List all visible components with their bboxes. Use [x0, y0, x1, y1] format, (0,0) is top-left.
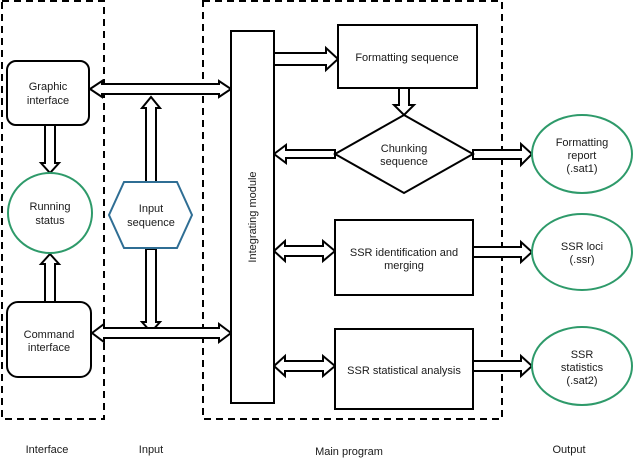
interface-section-border	[1, 0, 105, 420]
arrow-chunking-integrating	[272, 143, 336, 165]
chunking-sequence-line1: Chunking	[381, 143, 427, 155]
section-label-main-program: Main program	[315, 446, 383, 458]
ssr-statistical-node: SSR statistical analysis	[334, 328, 474, 410]
ssr-loci-line2: (.ssr)	[569, 254, 594, 266]
input-sequence-line2: sequence	[127, 217, 175, 229]
arrow-chunking-report	[472, 141, 534, 168]
ssr-statistics-node: SSR statistics (.sat2)	[531, 326, 633, 406]
graphic-interface-node: Graphic interface	[6, 60, 90, 126]
running-status-line2: status	[35, 215, 65, 227]
arrow-graphic-integrating	[88, 79, 233, 99]
chunking-sequence-line2: sequence	[380, 156, 428, 168]
command-interface-line2: interface	[28, 342, 70, 354]
formatting-report-line2: report	[568, 150, 597, 162]
command-interface-node: Command interface	[6, 301, 92, 378]
running-status-line1: Running	[30, 201, 71, 213]
graphic-interface-line1: Graphic	[29, 81, 68, 93]
integrating-module-node: Integrating module	[230, 30, 275, 404]
arrow-graphic-running	[38, 124, 62, 175]
arrow-command-running	[38, 252, 62, 303]
arrow-ssrid-loci	[472, 239, 534, 265]
ssr-identification-node: SSR identification and merging	[334, 219, 474, 296]
ssr-loci-node: SSR loci (.ssr)	[531, 213, 633, 291]
section-label-interface: Interface	[26, 444, 69, 456]
formatting-report-line3: (.sat1)	[566, 163, 597, 175]
ssr-statistics-line3: (.sat2)	[566, 375, 597, 387]
arrow-integrating-formatting	[273, 45, 340, 73]
input-sequence-node: Input sequence	[107, 181, 194, 249]
main-program-section-border	[202, 0, 503, 420]
section-label-input: Input	[139, 444, 163, 456]
formatting-sequence-label: Formatting sequence	[355, 52, 458, 64]
integrating-module-label: Integrating module	[247, 171, 259, 262]
running-status-node: Running status	[7, 172, 93, 254]
formatting-sequence-node: Formatting sequence	[337, 24, 478, 89]
formatting-report-node: Formatting report (.sat1)	[531, 114, 633, 194]
ssr-identification-line1: SSR identification and	[350, 247, 458, 259]
arrow-input-down	[139, 248, 163, 334]
section-label-output: Output	[552, 444, 585, 456]
ssr-loci-line1: SSR loci	[561, 241, 603, 253]
ssr-statistics-line1: SSR	[571, 349, 594, 361]
ssr-identification-line2: merging	[384, 260, 424, 272]
command-interface-line1: Command	[24, 329, 75, 341]
arrow-integrating-ssrid	[272, 238, 337, 264]
arrow-command-integrating	[90, 322, 233, 344]
arrow-integrating-ssrstat	[272, 353, 337, 379]
formatting-report-line1: Formatting	[556, 137, 609, 149]
graphic-interface-line2: interface	[27, 95, 69, 107]
arrow-ssrstat-statistics	[472, 353, 534, 379]
arrow-input-up	[139, 95, 163, 183]
chunking-sequence-node: Chunking sequence	[332, 113, 476, 195]
input-sequence-line1: Input	[139, 203, 163, 215]
ssr-statistical-label: SSR statistical analysis	[347, 365, 461, 377]
ssr-statistics-line2: statistics	[561, 362, 604, 374]
arrow-formatting-chunking	[391, 87, 417, 117]
